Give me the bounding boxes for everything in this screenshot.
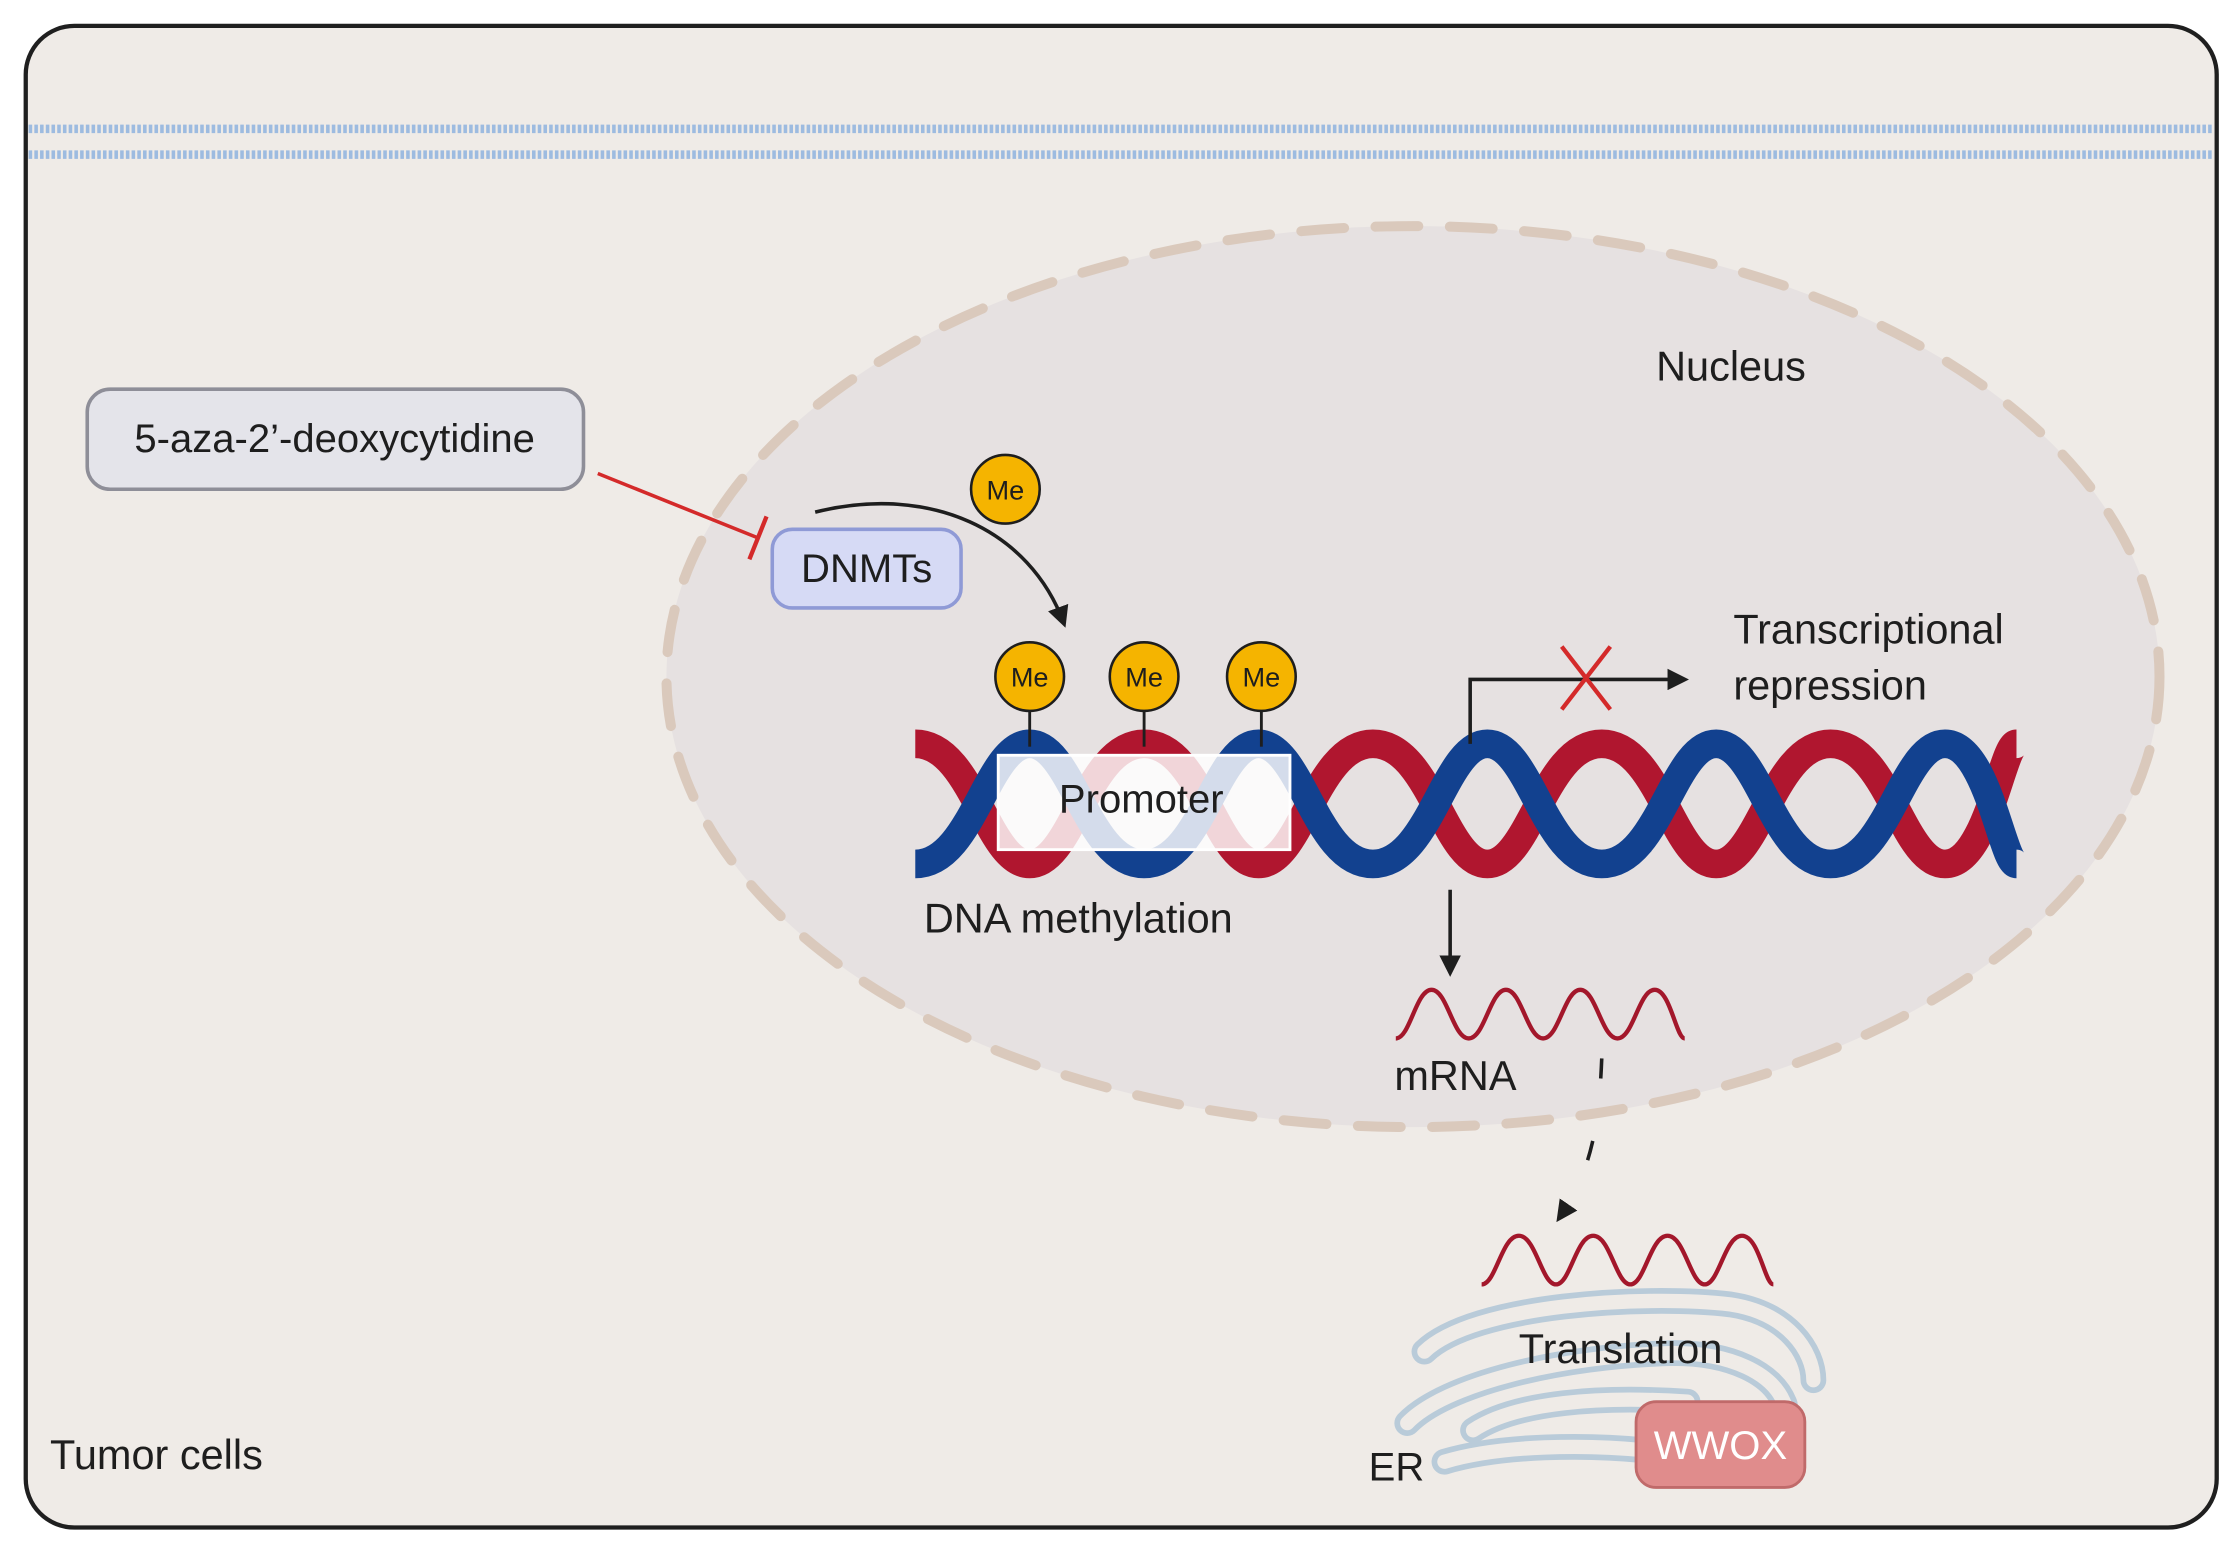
dnmts-box: [770, 527, 963, 610]
dna-methylation-label: DNA methylation: [924, 895, 1233, 942]
er-label: ER: [1369, 1445, 1425, 1489]
methylation-arrow: [814, 501, 1069, 628]
export-arrow: [1556, 1058, 1604, 1223]
inhibition-arrow: [597, 471, 769, 561]
drug-label: 5-aza-2’-deoxycytidine: [134, 417, 535, 461]
promoter-box: [996, 753, 1292, 852]
dnmts-label: DNMTs: [801, 547, 932, 591]
methyl-label: Me: [1125, 662, 1163, 693]
repression-label-line-2: repression: [1733, 661, 1927, 708]
translated-mrna-wave: [1480, 1233, 1775, 1287]
methyl-group-1: Me: [994, 640, 1066, 747]
repression-label-line-1: Transcriptional: [1733, 606, 2003, 653]
mrna-label: mRNA: [1394, 1052, 1516, 1099]
mrna-wave: [1395, 987, 1686, 1041]
methyl-group-2: Me: [1108, 640, 1180, 747]
wwox-label: WWOX: [1654, 1424, 1787, 1468]
methyl-group-3: Me: [1225, 640, 1297, 747]
transcription-start-arrow: [1468, 668, 1689, 744]
wwox-protein: [1634, 1400, 1807, 1489]
nucleus: [661, 221, 2165, 1133]
cell-label: Tumor cells: [50, 1431, 263, 1478]
nucleus-label: Nucleus: [1656, 343, 1806, 390]
drug-box: [85, 387, 586, 492]
endoplasmic-reticulum: [1394, 1288, 1827, 1475]
block-x-icon: [1560, 645, 1613, 711]
methyl-label: Me: [987, 474, 1025, 505]
methyl-label: Me: [1011, 662, 1049, 693]
promoter-label: Promoter: [1059, 777, 1224, 821]
free-methyl-group: Me: [969, 453, 1041, 525]
methyl-label: Me: [1243, 662, 1281, 693]
translation-label: Translation: [1519, 1325, 1723, 1372]
